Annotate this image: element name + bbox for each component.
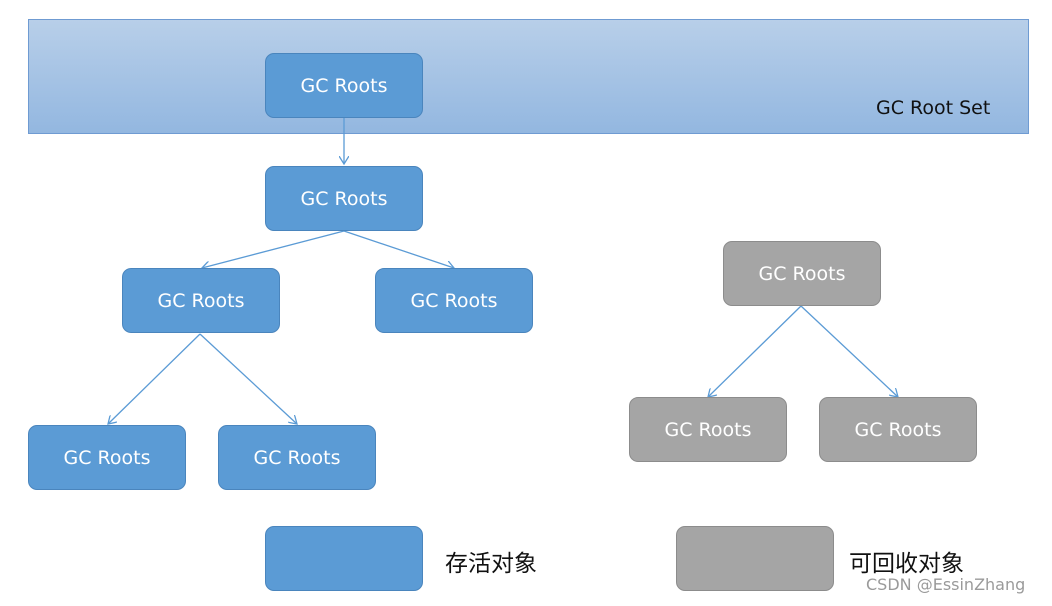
node-gc-roots-level2-right: GC Roots — [375, 268, 533, 333]
gc-root-set-band — [28, 19, 1029, 134]
node-gc-roots-level1: GC Roots — [265, 166, 423, 231]
edge-left-to-level3-left — [108, 333, 201, 424]
legend-live-label: 存活对象 — [445, 551, 537, 577]
legend-live-swatch — [265, 526, 423, 591]
node-gc-roots-level3-left: GC Roots — [28, 425, 186, 490]
node-gc-roots-root-set: GC Roots — [265, 53, 423, 118]
node-gc-roots-unreachable-parent: GC Roots — [723, 241, 881, 306]
edge-level1-to-left — [202, 230, 345, 268]
node-gc-roots-level2-left: GC Roots — [122, 268, 280, 333]
gc-root-set-label: GC Root Set — [876, 97, 991, 119]
node-gc-roots-level3-right: GC Roots — [218, 425, 376, 490]
legend-collectable-swatch — [676, 526, 834, 591]
node-gc-roots-unreachable-left: GC Roots — [629, 397, 787, 462]
edge-level1-to-right — [343, 230, 454, 268]
node-gc-roots-unreachable-right: GC Roots — [819, 397, 977, 462]
csdn-watermark: CSDN @EssinZhang — [866, 575, 1026, 594]
legend-collectable-label: 可回收对象 — [849, 551, 964, 577]
edge-left-to-level3-right — [199, 333, 297, 424]
edge-unreachable-to-right — [800, 305, 898, 397]
edge-unreachable-to-left — [708, 305, 802, 397]
